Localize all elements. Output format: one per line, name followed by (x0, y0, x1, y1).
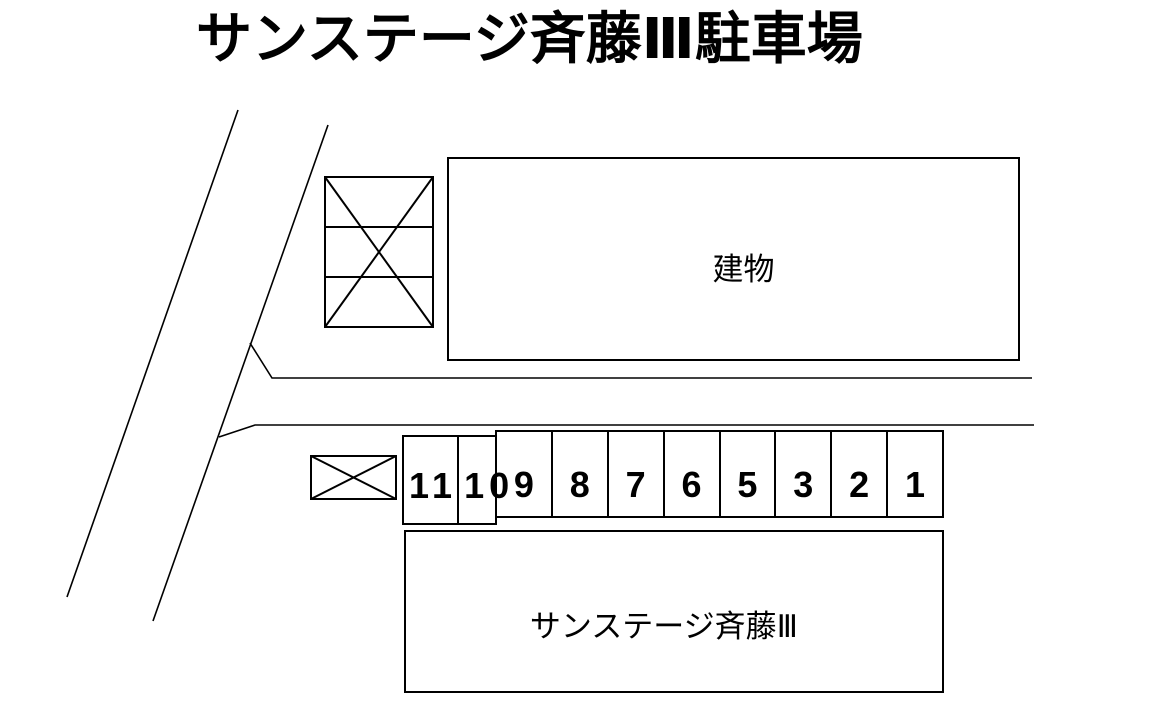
building-label: 建物 (712, 251, 775, 287)
building-box: 建物 (447, 157, 1020, 361)
page-title: サンステージ斉藤Ⅲ駐車場 (196, 7, 863, 70)
parking-space-1: 1 (886, 432, 942, 516)
residence-label: サンステージ斉藤Ⅲ (529, 609, 799, 644)
parking-space-3: 3 (774, 432, 830, 516)
crossed-structure-large (324, 176, 434, 328)
parking-space-8: 8 (550, 432, 607, 516)
road-edge-lower (218, 424, 1034, 438)
road-line-right (152, 124, 329, 622)
parking-space-10: 10 (457, 437, 514, 523)
parking-space-9: 9 (513, 464, 534, 505)
parking-row-left: 11 10 (402, 435, 509, 525)
parking-space-11: 11 (409, 465, 458, 506)
parking-row-main: 9 8 7 6 5 3 2 1 (495, 430, 944, 518)
residence-box: サンステージ斉藤Ⅲ (404, 530, 944, 693)
parking-space-7: 7 (606, 432, 663, 516)
crossed-structure-small (310, 455, 397, 500)
road-line-left (66, 109, 239, 598)
parking-space-6: 6 (662, 432, 719, 516)
parking-space-5: 5 (718, 432, 775, 516)
road-edge-upper (249, 342, 1032, 379)
parking-space-2: 2 (830, 432, 886, 516)
